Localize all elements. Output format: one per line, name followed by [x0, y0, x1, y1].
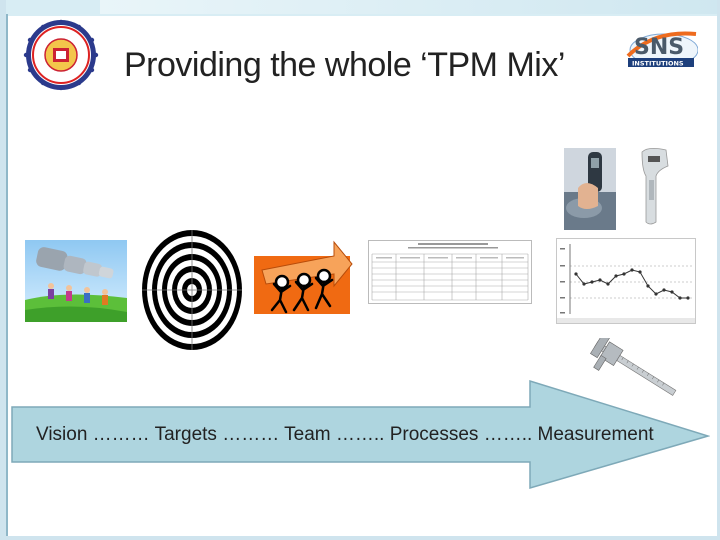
target-bullseye-image — [142, 230, 242, 350]
control-chart-image — [556, 238, 696, 324]
team-carrying-arrow-image — [254, 240, 353, 314]
infrared-thermometer-image — [641, 148, 669, 225]
top-accent-gradient — [100, 0, 720, 14]
sns-logo-subtext: INSTITUTIONS — [632, 60, 684, 68]
process-flow-arrow — [11, 380, 710, 490]
process-form-document-image — [368, 240, 532, 304]
left-border-line — [6, 14, 8, 540]
telescope-team-image — [25, 240, 127, 322]
sns-institutions-logo: SNS INSTITUTIONS — [626, 31, 698, 68]
vernier-caliper-image — [590, 338, 677, 396]
tpm-mix-sequence-text: Vision ……… Targets ……… Team …….. Process… — [36, 424, 654, 445]
slide-title: Providing the whole ‘TPM Mix’ — [124, 46, 565, 84]
bottom-border — [0, 536, 720, 540]
right-border — [717, 0, 720, 540]
institution-seal-logo — [23, 19, 99, 91]
left-border — [0, 0, 6, 540]
handheld-meter-image — [564, 148, 616, 230]
sns-logo-text: SNS — [634, 35, 684, 60]
